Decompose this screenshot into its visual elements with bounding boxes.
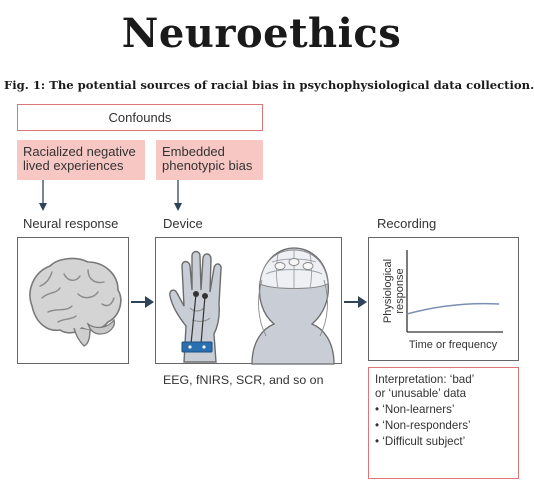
confound-lived-experiences: Racialized negative lived experiences: [17, 140, 145, 180]
interpretation-line2: or ‘unusable’ data: [375, 387, 467, 400]
confounds-header-box: Confounds: [17, 104, 263, 131]
confound-phenotypic-bias-line2: phenotypic bias: [162, 158, 253, 173]
down-arrow-neural: [39, 180, 47, 211]
neural-response-panel: [17, 237, 129, 364]
confound-phenotypic-bias: Embedded phenotypic bias: [156, 140, 263, 180]
device-panel: [155, 237, 342, 365]
interpretation-bullet-difficult-subject: • ‘Difficult subject’: [375, 435, 466, 448]
interpretation-bullet-non-learners: • ‘Non-learners’: [375, 403, 455, 416]
hand-electrodes-icon: [169, 250, 222, 363]
interpretation-line1: Interpretation: ‘bad’: [375, 373, 475, 386]
down-arrow-device: [174, 180, 182, 211]
stage-label-recording: Recording: [377, 216, 437, 231]
confound-lived-experiences-line2: lived experiences: [23, 158, 124, 173]
plot-ylabel-line2: response: [394, 268, 406, 313]
confound-lived-experiences-line1: Racialized negative: [23, 144, 136, 159]
head-eeg-cap-icon: [251, 247, 335, 365]
right-arrow-neural-to-device: [131, 296, 154, 308]
plot-ylabel-line1: Physiological: [382, 259, 394, 323]
device-caption: EEG, fNIRS, SCR, and so on: [163, 373, 324, 387]
plot-xlabel: Time or frequency: [409, 339, 498, 351]
interpretation-box: Interpretation: ‘bad’ or ‘unusable’ data…: [368, 367, 519, 479]
stage-label-neural: Neural response: [23, 216, 119, 231]
plot-signal-line: [406, 302, 500, 315]
page-title: Neuroethics: [121, 10, 402, 57]
brain-icon: [29, 257, 122, 347]
recording-plot: Physiological response Time or frequency: [382, 250, 503, 351]
right-arrow-device-to-recording: [344, 296, 367, 308]
recording-panel: Physiological response Time or frequency: [368, 237, 519, 361]
confound-phenotypic-bias-line1: Embedded: [162, 144, 225, 159]
figure-caption: Fig. 1: The potential sources of racial …: [4, 78, 534, 92]
stage-label-device: Device: [163, 216, 203, 231]
interpretation-bullet-non-responders: • ‘Non-responders’: [375, 419, 471, 432]
